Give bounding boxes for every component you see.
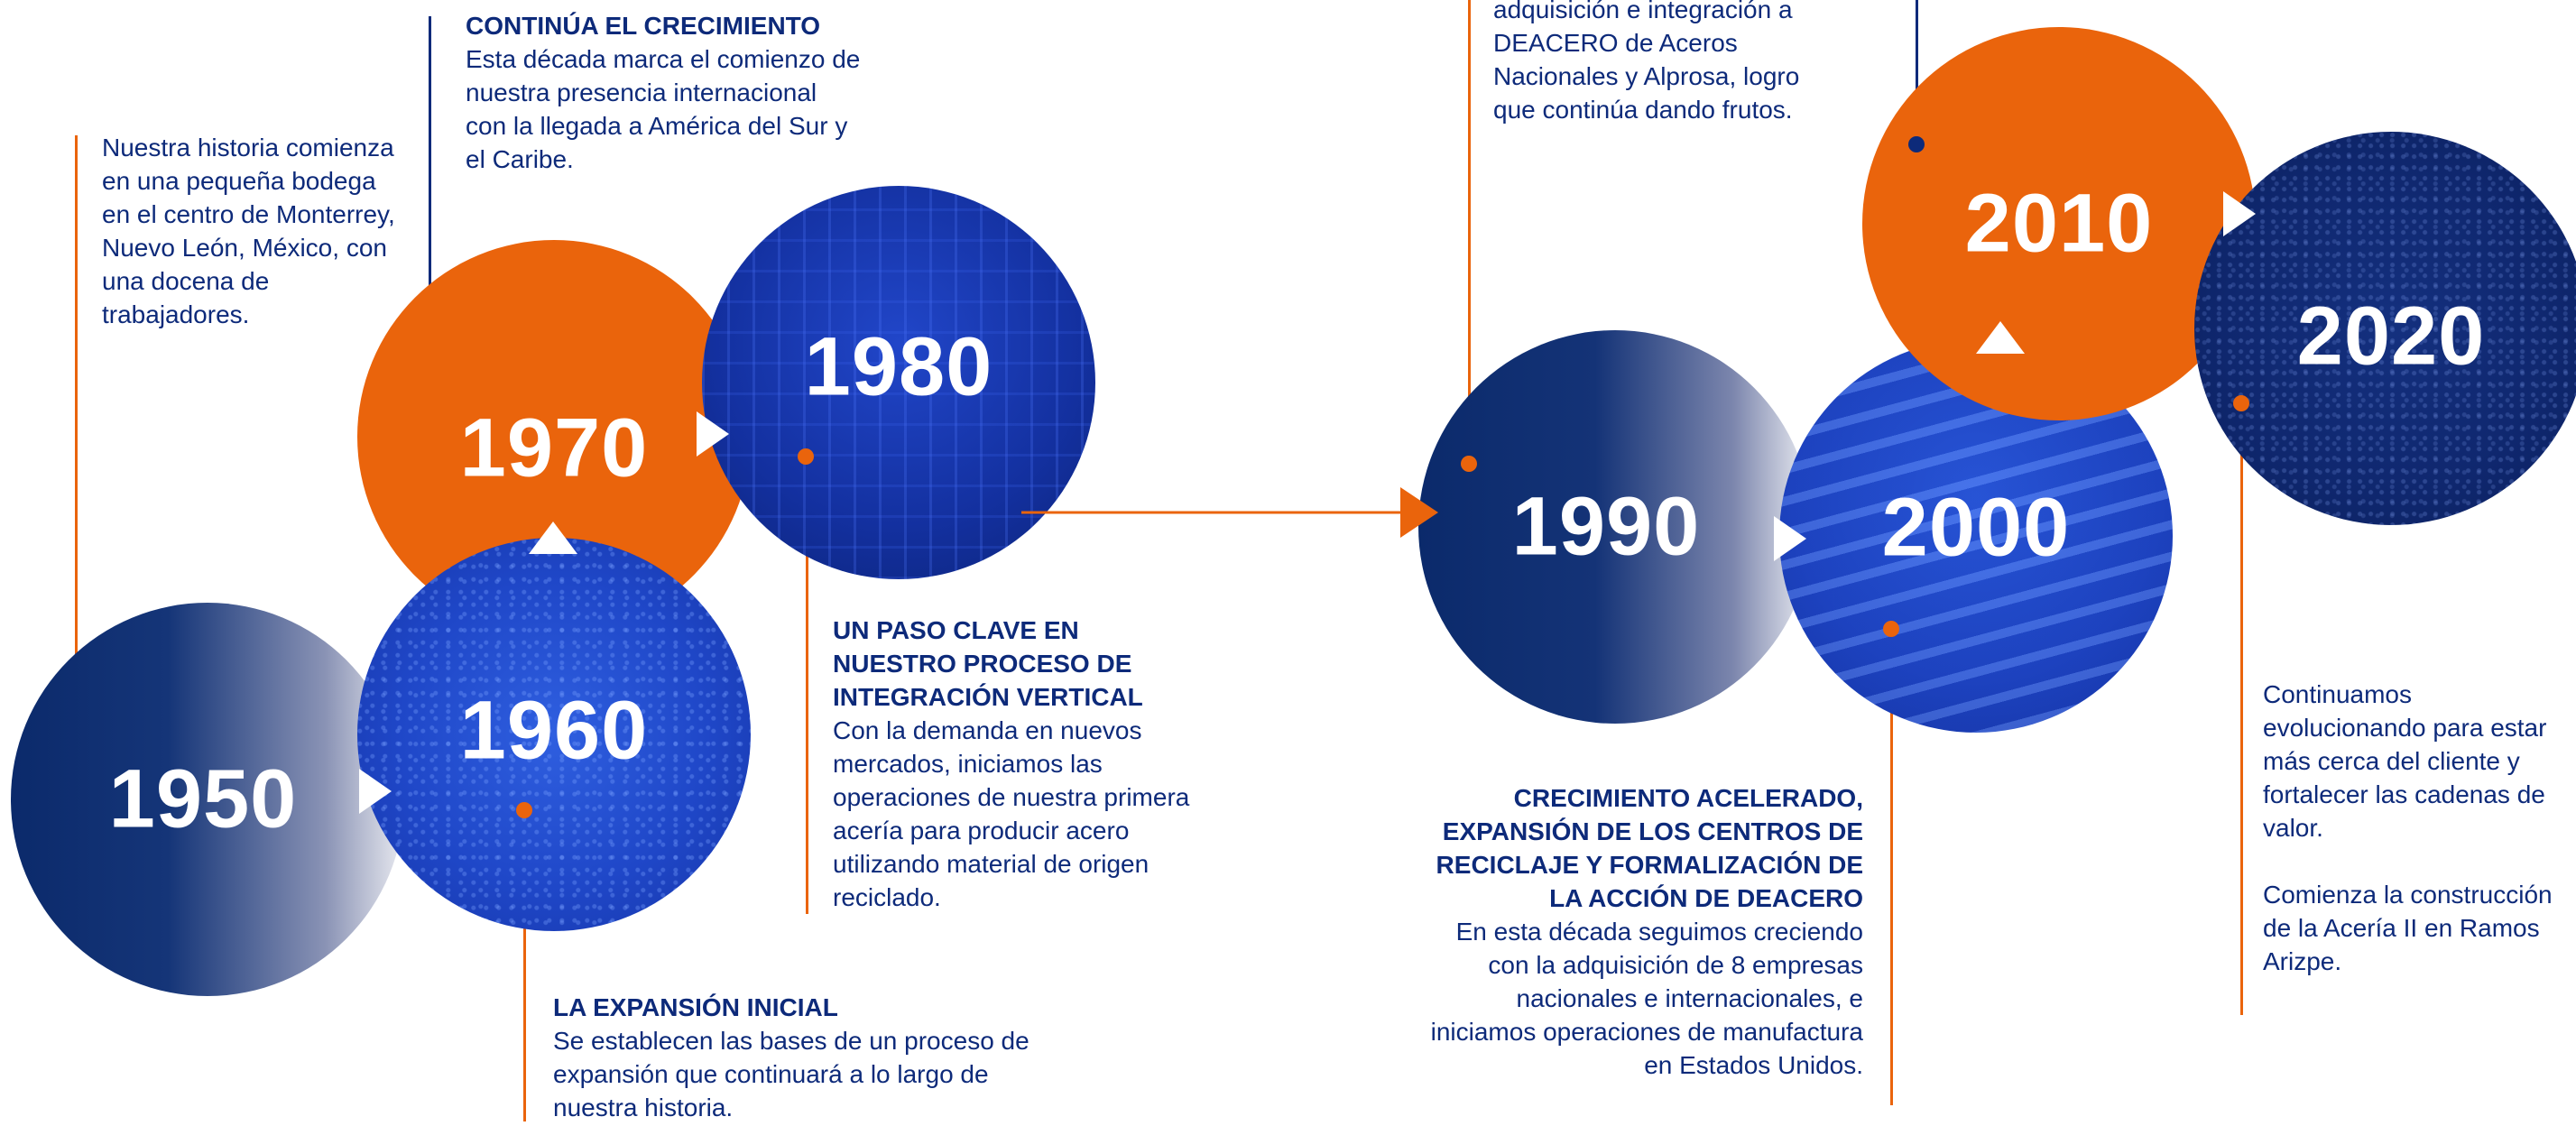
connector-1990 [1468,0,1471,466]
text-1960: LA EXPANSIÓN INICIAL Se establecen las b… [553,991,1040,1124]
connector-2000 [1890,627,1893,1105]
year-label-2020: 2020 [2296,290,2486,383]
text-2020: Continuamos evolucionando para estar más… [2263,678,2561,978]
text-1990-body: adquisición e integración a DEACERO de A… [1493,0,1800,124]
year-label-1980: 1980 [804,320,993,413]
milestone-circle-1950: 1950 [11,603,404,996]
text-2000-title: CRECIMIENTO ACELERADO, EXPANSIÓN DE LOS … [1436,784,1863,912]
connector-dot-2000 [1883,621,1899,637]
arrow-2010-to-2020 [2223,191,2256,236]
connector-dot-2020 [2233,395,2249,411]
arrow-1960-to-1970 [529,521,577,554]
connector-dot-2010 [1908,136,1925,152]
connector-2020 [2240,401,2243,1015]
arrow-1950-to-1960 [359,769,392,814]
arrow-2000-to-2010 [1976,321,2025,354]
arrow-1980-to-1990 [1400,487,1438,538]
text-2020-body-1: Continuamos evolucionando para estar más… [2263,680,2547,842]
text-1980: UN PASO CLAVE EN NUESTRO PROCESO DE INTE… [833,614,1194,914]
connector-2010 [1916,0,1918,144]
connector-1970 [429,16,431,354]
connector-1950 [75,135,78,725]
text-1950-body: Nuestra historia comienza en una pequeña… [102,134,395,328]
text-1960-title: LA EXPANSIÓN INICIAL [553,993,838,1021]
text-1980-title: UN PASO CLAVE EN NUESTRO PROCESO DE INTE… [833,616,1143,711]
milestone-circle-1960: 1960 [357,538,751,931]
milestone-circle-2020: 2020 [2194,132,2576,525]
text-2000: CRECIMIENTO ACELERADO, EXPANSIÓN DE LOS … [1430,781,1863,1082]
year-label-1960: 1960 [459,684,649,777]
text-1980-body: Con la demanda en nuevos mercados, inici… [833,716,1190,911]
year-label-2010: 2010 [1964,177,2154,270]
text-1970-title: CONTINÚA EL CRECIMIENTO [466,12,821,40]
milestone-circle-1990: 1990 [1418,330,1812,724]
text-1960-body: Se establecen las bases de un proceso de… [553,1027,1029,1121]
text-2000-body: En esta década seguimos creciendo con la… [1430,918,1863,1079]
text-1970-body: Esta década marca el comienzo de nuestra… [466,45,861,173]
year-label-1950: 1950 [108,752,298,845]
text-1970: CONTINÚA EL CRECIMIENTO Esta década marc… [466,9,863,176]
connector-dot-1990 [1461,456,1477,472]
text-1950: Nuestra historia comienza en una pequeña… [102,131,400,331]
arrow-1990-to-2000 [1774,516,1806,561]
connector-1960 [523,808,526,1121]
connector-dot-1960 [516,802,532,818]
connector-1980 [806,456,808,914]
connector-dot-1980 [798,448,814,465]
text-1990: adquisición e integración a DEACERO de A… [1493,0,1836,126]
year-label-1970: 1970 [459,401,649,494]
text-2020-body-2: Comienza la construcción de la Acería II… [2263,881,2553,975]
year-label-1990: 1990 [1511,480,1701,573]
year-label-2000: 2000 [1881,481,2071,574]
milestone-circle-2010: 2010 [1862,27,2256,420]
arrow-1970-to-1980 [697,411,729,457]
